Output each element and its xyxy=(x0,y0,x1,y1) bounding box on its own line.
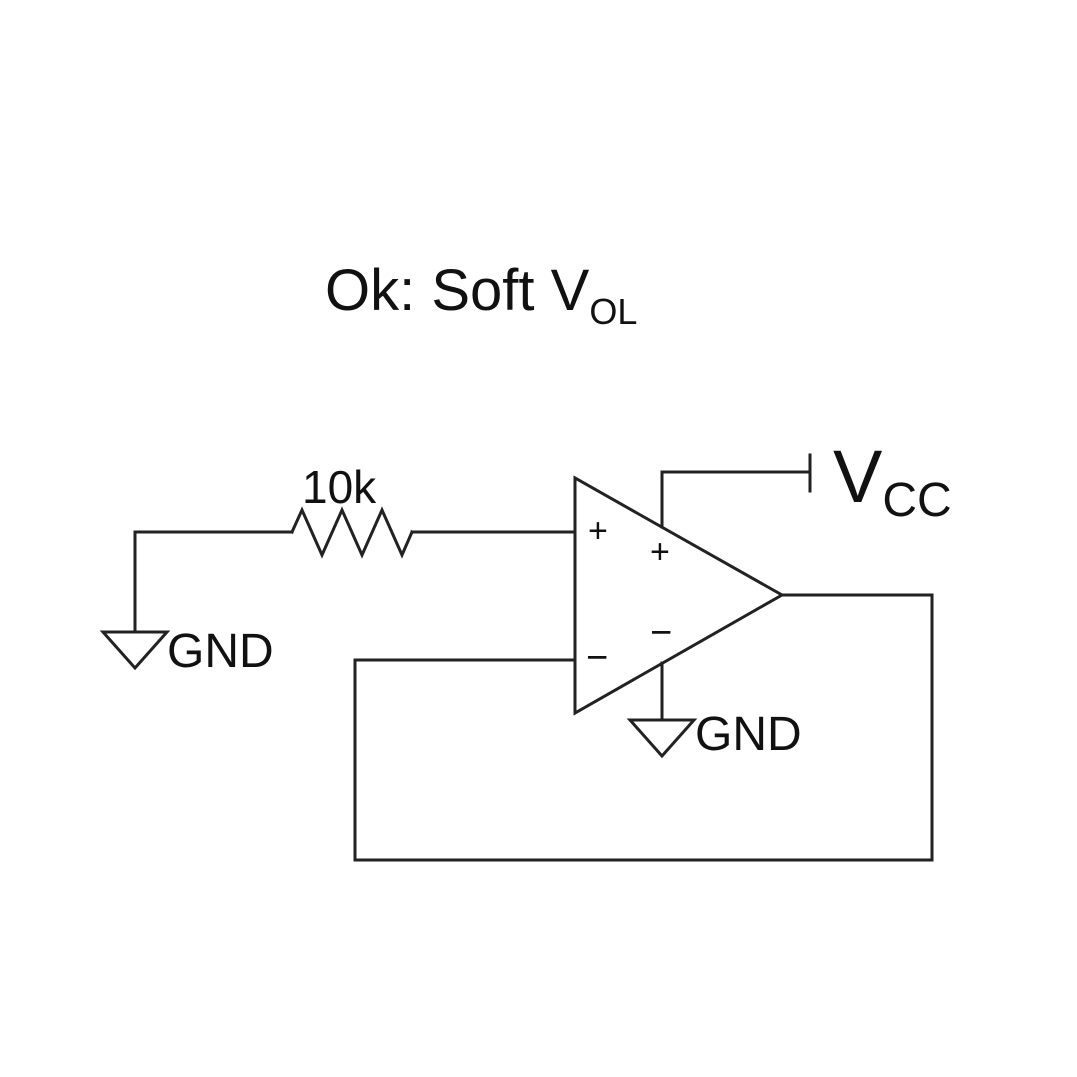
supply-minus-sign: − xyxy=(650,612,672,654)
left-ground-label: GND xyxy=(167,625,274,678)
feedback-loop-wire xyxy=(353,593,934,862)
left-ground-symbol xyxy=(99,630,171,671)
vcc-subscript: CC xyxy=(882,474,951,527)
supply-plus-sign: + xyxy=(650,533,670,571)
opamp-noninverting-sign: + xyxy=(588,512,608,550)
opamp-inverting-sign: − xyxy=(586,637,608,679)
vcc-supply-wire xyxy=(660,470,812,529)
resistor xyxy=(290,506,414,559)
opamp-body xyxy=(573,475,786,716)
title-prefix: Ok: Soft V xyxy=(325,258,590,323)
vcc-main: V xyxy=(833,435,883,518)
opamp-ground-label: GND xyxy=(695,708,802,761)
left-ground-wire xyxy=(133,530,294,634)
diagram-title: Ok: Soft VOL xyxy=(325,258,637,332)
resistor-value-label: 10k xyxy=(302,461,377,513)
opamp-ground-symbol xyxy=(626,718,698,759)
vcc-label: VCC xyxy=(833,435,952,527)
title-subscript: OL xyxy=(589,291,637,332)
